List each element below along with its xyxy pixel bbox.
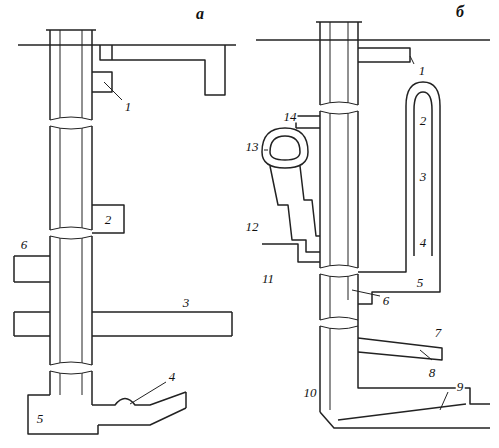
chamber-2: [92, 205, 124, 233]
pipe-3: [14, 312, 232, 336]
shaft-inner: [330, 22, 348, 410]
break-mark: [320, 102, 358, 329]
ground-line: [256, 39, 490, 41]
callout-number: 3: [419, 170, 428, 183]
break-mark: [50, 117, 92, 374]
callout-number: 4: [168, 370, 177, 383]
chamber-5: [28, 395, 98, 434]
callout-number: 5: [416, 276, 425, 289]
step-11: [262, 244, 320, 262]
callout-number: 2: [419, 114, 428, 127]
callout-number: 14: [283, 110, 298, 123]
shaft-wall: [316, 22, 362, 412]
pipe-1: [358, 48, 410, 62]
callout-number: 12: [245, 220, 260, 233]
shaft-wall: [46, 30, 96, 395]
callout-number: 3: [182, 296, 191, 309]
tube-13: [262, 128, 308, 168]
callout-number: 6: [382, 294, 391, 307]
callout-number: 9: [456, 380, 465, 393]
callout-number: 4: [419, 236, 428, 249]
callout-number: 1: [124, 100, 133, 113]
leader-line: [104, 82, 166, 404]
callout-number: 13: [245, 140, 260, 153]
pipe-7: [358, 338, 442, 360]
elbow-4-5: [358, 262, 440, 304]
callout-number: 10: [303, 386, 318, 399]
callout-number: 2: [104, 213, 113, 226]
branch-1: [92, 45, 225, 95]
pipe-14: [296, 116, 320, 128]
panel-letter: а: [195, 6, 205, 22]
callout-number: 6: [20, 238, 29, 251]
tray-8-9: [320, 304, 490, 428]
fitting-4: [92, 392, 186, 425]
pipe-6: [14, 256, 50, 282]
drop-12: [270, 166, 320, 252]
leader-line: [264, 56, 448, 410]
callout-number: 1: [418, 64, 427, 77]
chamber-2-3: [406, 82, 440, 262]
shaft-inner: [60, 30, 82, 395]
callout-number: 5: [36, 412, 45, 425]
panel-letter: б: [455, 4, 465, 20]
callout-number: 11: [261, 272, 275, 285]
callout-number: 7: [434, 326, 443, 339]
callout-number: 8: [428, 366, 437, 379]
